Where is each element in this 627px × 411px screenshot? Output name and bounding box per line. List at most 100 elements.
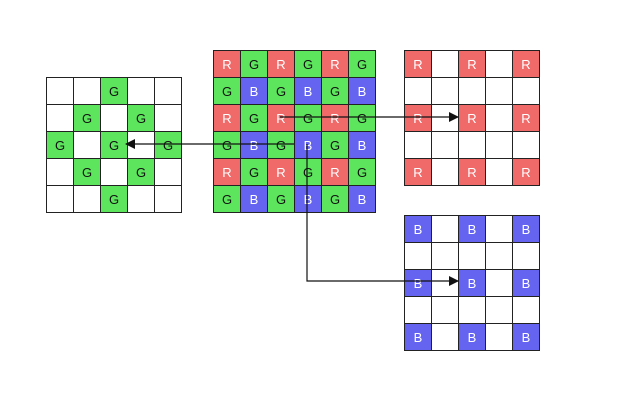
bayer-cell-5-5: B xyxy=(349,186,375,212)
bayer-cell-2-4: R xyxy=(322,105,348,131)
green-cell-4-0 xyxy=(47,186,73,212)
blue-cell-0-4: B xyxy=(513,216,539,242)
bayer-cell-1-3: B xyxy=(295,78,321,104)
bayer-cell-3-0: G xyxy=(214,132,240,158)
green-cell-4-4 xyxy=(155,186,181,212)
blue-cell-0-2: B xyxy=(459,216,485,242)
bayer-cell-5-3: B xyxy=(295,186,321,212)
bayer-cell-2-0: R xyxy=(214,105,240,131)
bayer-cell-3-3: B xyxy=(295,132,321,158)
bayer-cell-1-1: B xyxy=(241,78,267,104)
red-cell-3-1 xyxy=(432,132,458,158)
green-cell-2-3 xyxy=(128,132,154,158)
green-cell-4-3 xyxy=(128,186,154,212)
bayer-cell-5-1: B xyxy=(241,186,267,212)
green-cell-1-3: G xyxy=(128,105,154,131)
green-cell-0-3 xyxy=(128,78,154,104)
bayer-cell-0-2: R xyxy=(268,51,294,77)
blue-cell-2-2: B xyxy=(459,270,485,296)
red-cell-2-4: R xyxy=(513,105,539,131)
bayer-cell-5-4: G xyxy=(322,186,348,212)
red-cell-2-1 xyxy=(432,105,458,131)
green-cell-4-1 xyxy=(74,186,100,212)
bayer-cell-1-0: G xyxy=(214,78,240,104)
bayer-cell-4-0: R xyxy=(214,159,240,185)
red-cell-1-4 xyxy=(513,78,539,104)
red-cell-3-4 xyxy=(513,132,539,158)
green-cell-3-4 xyxy=(155,159,181,185)
red-cell-1-2 xyxy=(459,78,485,104)
red-cell-0-3 xyxy=(486,51,512,77)
green-cell-3-1: G xyxy=(74,159,100,185)
bayer-cell-2-5: G xyxy=(349,105,375,131)
blue-cell-3-4 xyxy=(513,297,539,323)
green-cell-2-0: G xyxy=(47,132,73,158)
green-cell-0-2: G xyxy=(101,78,127,104)
green-cell-1-1: G xyxy=(74,105,100,131)
blue-cell-2-0: B xyxy=(405,270,431,296)
bayer-cell-0-4: R xyxy=(322,51,348,77)
blue-cell-0-3 xyxy=(486,216,512,242)
bayer-cell-4-2: R xyxy=(268,159,294,185)
green-cell-1-2 xyxy=(101,105,127,131)
bayer-cell-3-5: B xyxy=(349,132,375,158)
green-cell-0-0 xyxy=(47,78,73,104)
bayer-cell-3-1: B xyxy=(241,132,267,158)
bayer-cell-3-4: G xyxy=(322,132,348,158)
red-channel-grid: R R R R R R R R R xyxy=(404,50,540,186)
bayer-cell-4-4: R xyxy=(322,159,348,185)
bayer-cell-1-2: G xyxy=(268,78,294,104)
bayer-cell-1-4: G xyxy=(322,78,348,104)
green-cell-2-1 xyxy=(74,132,100,158)
red-cell-4-3 xyxy=(486,159,512,185)
red-cell-0-4: R xyxy=(513,51,539,77)
green-cell-1-0 xyxy=(47,105,73,131)
red-cell-4-2: R xyxy=(459,159,485,185)
red-cell-0-2: R xyxy=(459,51,485,77)
blue-cell-1-3 xyxy=(486,243,512,269)
bayer-cell-3-2: G xyxy=(268,132,294,158)
green-cell-2-4: G xyxy=(155,132,181,158)
blue-cell-3-3 xyxy=(486,297,512,323)
green-cell-2-2: G xyxy=(101,132,127,158)
red-cell-1-0 xyxy=(405,78,431,104)
green-cell-0-4 xyxy=(155,78,181,104)
red-cell-3-2 xyxy=(459,132,485,158)
bayer-cell-4-1: G xyxy=(241,159,267,185)
green-cell-4-2: G xyxy=(101,186,127,212)
red-cell-1-3 xyxy=(486,78,512,104)
red-cell-0-0: R xyxy=(405,51,431,77)
blue-cell-4-3 xyxy=(486,324,512,350)
bayer-cell-5-0: G xyxy=(214,186,240,212)
red-cell-3-0 xyxy=(405,132,431,158)
blue-cell-4-2: B xyxy=(459,324,485,350)
red-cell-2-2: R xyxy=(459,105,485,131)
blue-cell-2-3 xyxy=(486,270,512,296)
bayer-cell-0-1: G xyxy=(241,51,267,77)
red-cell-4-0: R xyxy=(405,159,431,185)
blue-cell-3-2 xyxy=(459,297,485,323)
blue-cell-1-0 xyxy=(405,243,431,269)
green-cell-0-1 xyxy=(74,78,100,104)
bayer-cell-1-5: B xyxy=(349,78,375,104)
bayer-cell-2-3: G xyxy=(295,105,321,131)
bayer-cell-0-3: G xyxy=(295,51,321,77)
red-cell-3-3 xyxy=(486,132,512,158)
green-cell-1-4 xyxy=(155,105,181,131)
red-cell-4-4: R xyxy=(513,159,539,185)
blue-cell-0-0: B xyxy=(405,216,431,242)
red-cell-2-0: R xyxy=(405,105,431,131)
blue-cell-3-1 xyxy=(432,297,458,323)
blue-cell-1-1 xyxy=(432,243,458,269)
bayer-cell-2-1: G xyxy=(241,105,267,131)
bayer-cell-0-0: R xyxy=(214,51,240,77)
blue-cell-2-1 xyxy=(432,270,458,296)
blue-cell-0-1 xyxy=(432,216,458,242)
blue-cell-4-0: B xyxy=(405,324,431,350)
green-cell-3-2 xyxy=(101,159,127,185)
red-cell-4-1 xyxy=(432,159,458,185)
blue-cell-1-4 xyxy=(513,243,539,269)
red-cell-1-1 xyxy=(432,78,458,104)
